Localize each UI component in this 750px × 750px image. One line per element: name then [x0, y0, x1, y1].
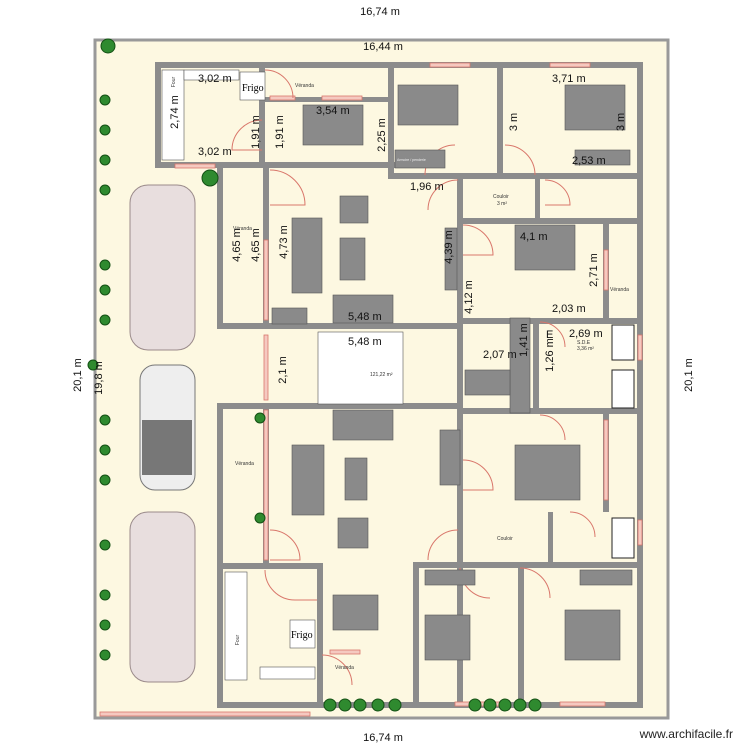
staircase: [317, 331, 404, 405]
svg-text:4,73 m: 4,73 m: [278, 225, 290, 259]
bed: [514, 444, 581, 501]
dining-table-top: [302, 104, 364, 146]
wardrobe: [509, 317, 531, 414]
veranda-label: Véranda: [235, 461, 254, 467]
svg-text:2,74 m: 2,74 m: [169, 95, 181, 129]
dining-table-bottom: [332, 594, 379, 631]
svg-text:4,65 m: 4,65 m: [231, 228, 243, 262]
veranda-label: Véranda: [233, 226, 252, 232]
svg-text:3,02 m: 3,02 m: [198, 146, 232, 158]
dim-inner-top: 16,44 m: [363, 41, 403, 53]
bathroom-e: E: [546, 329, 553, 341]
wardrobe: [394, 149, 446, 169]
car: [129, 184, 196, 351]
interior-dimensions: 3,02 m 2,74 m 3,02 m 1,91 m 1,91 m 3,54 …: [169, 73, 627, 384]
furniture-labels: Frigo Frigo Four Four Armoire / penderie: [171, 77, 426, 646]
bed: [564, 84, 626, 131]
wardrobe: [464, 369, 511, 396]
armchair: [339, 195, 369, 224]
svg-text:2,71 m: 2,71 m: [588, 253, 600, 287]
wardrobe: [424, 569, 476, 586]
kitchen-counter: [161, 69, 185, 161]
wardrobe: [579, 569, 633, 586]
svg-text:4,1 m: 4,1 m: [520, 231, 548, 243]
svg-text:2,53 m: 2,53 m: [572, 155, 606, 167]
coffee-table: [344, 457, 368, 501]
svg-text:3,54 m: 3,54 m: [316, 105, 350, 117]
archifacile-watermark: www.archifacile.fr: [639, 727, 733, 741]
svg-text:1,26 m: 1,26 m: [544, 338, 556, 372]
kitchen-counter: [224, 571, 248, 681]
corridor-label: Couloir: [497, 536, 513, 542]
svg-text:1,41 m: 1,41 m: [518, 323, 530, 357]
coffee-table: [339, 237, 366, 281]
frigo-label: Frigo: [291, 630, 313, 641]
svg-text:2,25 m: 2,25 m: [376, 118, 388, 152]
svg-text:3 m: 3 m: [508, 113, 520, 131]
svg-text:1,96 m: 1,96 m: [410, 181, 444, 193]
oven-label: Four: [235, 635, 241, 646]
shower: [611, 324, 635, 361]
stair-area: 121,22 m²: [370, 372, 393, 378]
sofa: [291, 444, 325, 516]
svg-text:2,07 m: 2,07 m: [483, 349, 517, 361]
bathroom-label: S.D.E: [577, 340, 591, 346]
sofa: [291, 217, 323, 294]
svg-text:3 m: 3 m: [615, 113, 627, 131]
corridor-area: 3 m²: [497, 201, 507, 207]
svg-text:2,69 m: 2,69 m: [569, 328, 603, 340]
svg-text:1,91 m: 1,91 m: [250, 115, 262, 149]
sofa: [332, 409, 394, 441]
car: [129, 511, 196, 683]
desk: [439, 429, 461, 486]
veranda-label: Véranda: [295, 83, 314, 89]
dim-outer-bottom: 16,74 m: [363, 732, 403, 744]
svg-text:2,03 m: 2,03 m: [552, 303, 586, 315]
gate: [99, 711, 311, 717]
fridge-bottom: [289, 619, 316, 649]
svg-text:1,91 m: 1,91 m: [274, 115, 286, 149]
shower: [611, 517, 635, 559]
dim-outer-left: 20,1 m: [72, 358, 84, 392]
bed: [397, 84, 459, 126]
parked-cars: [129, 184, 196, 683]
svg-text:3,02 m: 3,02 m: [198, 73, 232, 85]
veranda-label: Véranda: [335, 665, 354, 671]
frigo-label: Frigo: [242, 83, 264, 94]
sofa: [332, 294, 394, 324]
furniture: [161, 69, 635, 681]
dim-outer-right: 20,1 m: [683, 358, 695, 392]
svg-text:4,39 m: 4,39 m: [443, 230, 455, 264]
bed: [514, 224, 576, 271]
wardrobe-label: Armoire / penderie: [397, 158, 426, 162]
veranda-label: Véranda: [610, 287, 629, 293]
bathroom-area: 3,36 m²: [577, 346, 594, 352]
svg-text:2,1 m: 2,1 m: [277, 356, 289, 384]
svg-text:5,48 m: 5,48 m: [348, 336, 382, 348]
fridge-top: [239, 71, 266, 101]
shower: [611, 369, 635, 409]
armchair: [337, 517, 369, 549]
room-labels: Véranda Véranda Véranda Véranda Véranda …: [233, 83, 629, 671]
tv-unit: [271, 307, 308, 325]
dim-outer-top: 16,74 m: [360, 6, 400, 18]
wardrobe: [574, 149, 631, 166]
oven-label: Four: [171, 77, 177, 88]
svg-text:4,65 m: 4,65 m: [250, 228, 262, 262]
svg-text:5,48 m: 5,48 m: [348, 311, 382, 323]
dim-inner-left: 19,8 m: [93, 361, 105, 395]
desk: [444, 227, 458, 291]
corridor-label: Couloir: [493, 194, 509, 200]
bed: [564, 609, 621, 661]
bed: [424, 614, 471, 661]
plants: [87, 38, 542, 712]
svg-text:3,71 m: 3,71 m: [552, 73, 586, 85]
svg-text:4,12 m: 4,12 m: [463, 280, 475, 314]
